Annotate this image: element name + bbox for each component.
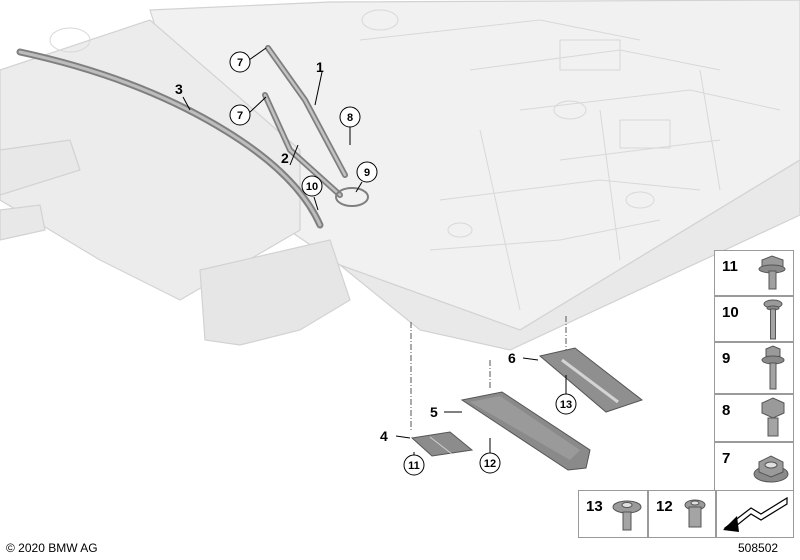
legend-number-7: 7 bbox=[722, 450, 731, 467]
callout-10: 10 bbox=[301, 175, 323, 197]
plate-5 bbox=[460, 391, 591, 471]
plate-6 bbox=[538, 347, 644, 413]
brace-1 bbox=[265, 45, 348, 178]
callout-7b: 7 bbox=[229, 104, 251, 126]
svg-text:10: 10 bbox=[306, 181, 318, 193]
legend-cell-9: 9 bbox=[714, 342, 794, 394]
callout-12: 12 bbox=[479, 452, 501, 474]
legend-number-8: 8 bbox=[722, 402, 731, 419]
legend-cell-8: 8 bbox=[714, 394, 794, 442]
floor-pan-body bbox=[0, 0, 800, 351]
callout-7a: 7 bbox=[229, 51, 251, 73]
strut-tower-mount bbox=[335, 187, 369, 207]
svg-text:11: 11 bbox=[408, 460, 420, 472]
assembly-lines bbox=[410, 316, 567, 432]
svg-text:7: 7 bbox=[237, 110, 243, 122]
legend-cell-13: 13 bbox=[578, 490, 648, 538]
legend-number-13: 13 bbox=[586, 498, 603, 515]
callout-6: 6 bbox=[508, 350, 516, 366]
svg-text:13: 13 bbox=[560, 399, 572, 411]
plate-4 bbox=[410, 431, 474, 457]
callout-13: 13 bbox=[555, 393, 577, 415]
callout-11: 11 bbox=[403, 454, 425, 476]
svg-text:7: 7 bbox=[237, 57, 243, 69]
callout-2: 2 bbox=[281, 150, 289, 166]
legend-cell-7: 7 bbox=[714, 442, 794, 492]
torx-flange-screw-icon bbox=[612, 500, 642, 531]
legend-cell-12: 12 bbox=[648, 490, 716, 538]
callout-4: 4 bbox=[380, 428, 388, 444]
hex-bolt-washer-icon bbox=[761, 345, 785, 390]
diagram-number: 508502 bbox=[738, 541, 779, 555]
torx-screw-icon bbox=[684, 499, 706, 528]
flange-bolt-icon bbox=[758, 255, 786, 290]
flange-nut-icon bbox=[753, 455, 789, 483]
callout-8: 8 bbox=[339, 106, 361, 128]
svg-text:9: 9 bbox=[364, 167, 370, 179]
svg-text:12: 12 bbox=[484, 458, 496, 470]
legend-number-12: 12 bbox=[656, 498, 673, 515]
legend-number-10: 10 bbox=[722, 304, 739, 321]
svg-text:8: 8 bbox=[347, 112, 353, 124]
direction-arrow-icon bbox=[723, 496, 788, 532]
callout-1: 1 bbox=[316, 59, 324, 75]
copyright-text: © 2020 BMW AG bbox=[6, 541, 98, 555]
brace-3 bbox=[16, 48, 324, 229]
long-screw-icon bbox=[763, 299, 783, 340]
floor-pan-detail bbox=[49, 9, 781, 311]
hex-bolt-icon bbox=[761, 397, 785, 437]
callout-3: 3 bbox=[175, 81, 183, 97]
legend-cell-10: 10 bbox=[714, 296, 794, 342]
orientation-arrow-cell bbox=[716, 490, 794, 538]
callout-9: 9 bbox=[356, 161, 378, 183]
callout-leaders bbox=[182, 47, 567, 456]
callout-5: 5 bbox=[430, 404, 438, 420]
legend-cell-11: 11 bbox=[714, 250, 794, 296]
legend-number-9: 9 bbox=[722, 350, 731, 367]
brace-2 bbox=[262, 92, 343, 198]
legend-number-11: 11 bbox=[722, 258, 738, 275]
